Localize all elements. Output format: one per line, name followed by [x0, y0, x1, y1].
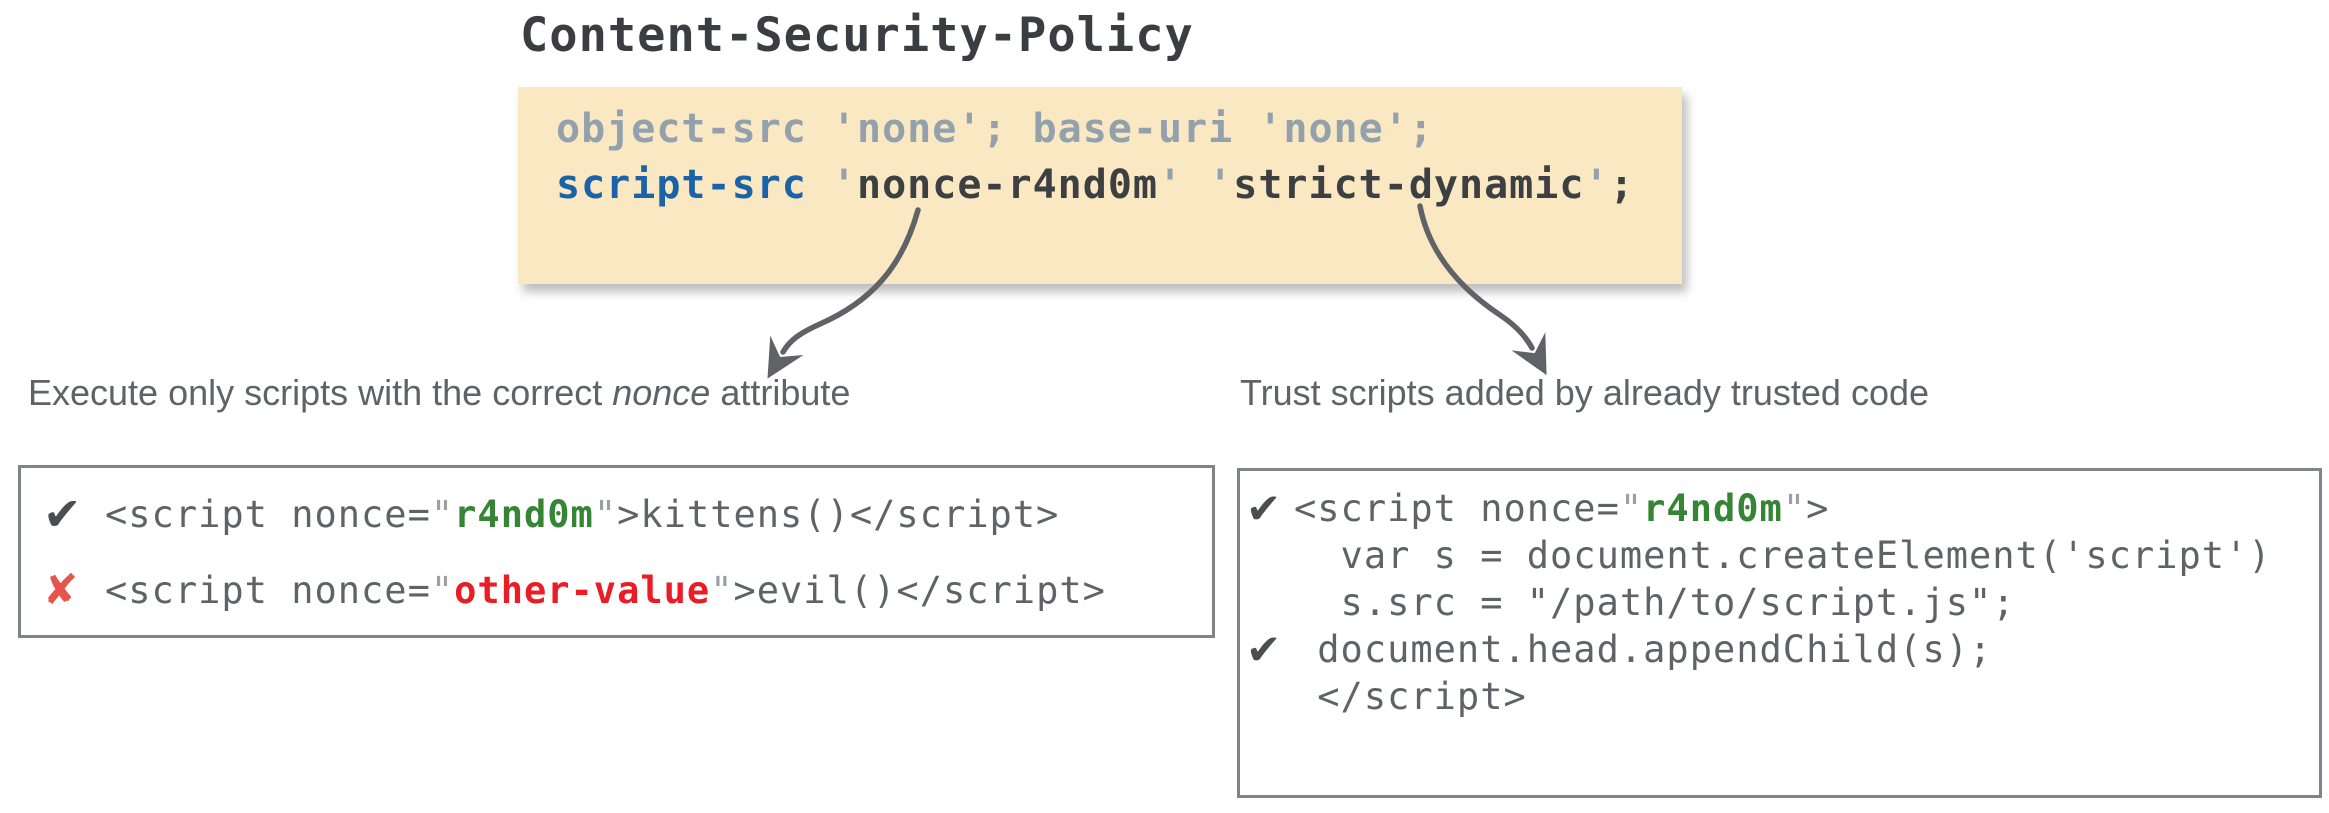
policy-nonce-source: nonce-r4nd0m — [857, 162, 1158, 208]
annotation-text: Execute only scripts with the correct — [28, 372, 613, 413]
check-icon: ✔ — [43, 487, 82, 541]
code-row-blocked: ✘ <script nonce="other-value">evil()</sc… — [21, 552, 1212, 628]
code-line: <script nonce="other-value">evil()</scri… — [105, 569, 1106, 612]
code-line: </script> — [1294, 675, 1527, 718]
policy-semicolon: ; — [1609, 162, 1635, 208]
code-text: <script nonce= — [1294, 487, 1620, 530]
code-line: s.src = "/path/to/script.js"; — [1294, 581, 2016, 624]
code-text: <script nonce= — [105, 568, 431, 612]
annotation-text: attribute — [710, 372, 851, 413]
code-row: </script> — [1240, 673, 2319, 720]
quote: " — [710, 568, 734, 612]
policy-line-object-src: object-src 'none'; base-uri 'none'; — [556, 106, 1434, 152]
code-line: document.head.appendChild(s); — [1294, 628, 1993, 671]
code-row-allowed: ✔ <script nonce="r4nd0m">kittens()</scri… — [21, 476, 1212, 552]
gutter: ✔ — [21, 491, 105, 537]
nonce-value-good: r4nd0m — [454, 492, 594, 536]
code-line: <script nonce="r4nd0m">kittens()</script… — [105, 493, 1059, 536]
quote: " — [1619, 487, 1644, 530]
policy-quote: ' — [1183, 162, 1234, 208]
quote: " — [430, 568, 455, 612]
code-line: var s = document.createElement('script') — [1294, 534, 2272, 577]
nonce-value-good: r4nd0m — [1643, 487, 1783, 530]
code-row-allowed: ✔ document.head.appendChild(s); — [1240, 626, 2319, 673]
gutter: ✔ — [1240, 628, 1294, 671]
code-row: s.src = "/path/to/script.js"; — [1240, 579, 2319, 626]
nonce-value-bad: other-value — [454, 568, 711, 612]
gutter: ✔ — [1240, 487, 1294, 530]
policy-quote: ' — [1157, 162, 1184, 208]
policy-quote: ' — [1584, 162, 1610, 208]
policy-code-box: object-src 'none'; base-uri 'none'; scri… — [518, 87, 1682, 284]
policy-line-script-src: script-src 'nonce-r4nd0m' 'strict-dynami… — [556, 157, 1682, 213]
check-icon: ✔ — [1246, 624, 1282, 674]
policy-quote: ' — [806, 162, 857, 208]
code-text: >kittens()</script> — [617, 492, 1060, 536]
nonce-example-box: ✔ <script nonce="r4nd0m">kittens()</scri… — [18, 465, 1215, 638]
code-row: var s = document.createElement('script') — [1240, 532, 2319, 579]
code-text: >evil()</script> — [733, 568, 1106, 612]
code-row-allowed: ✔ <script nonce="r4nd0m"> — [1240, 485, 2319, 532]
nonce-annotation: Execute only scripts with the correct no… — [28, 372, 850, 414]
page-title: Content-Security-Policy — [520, 8, 1194, 63]
gutter: ✘ — [21, 569, 105, 611]
quote: " — [593, 492, 618, 536]
code-text: <script nonce= — [105, 492, 431, 536]
cross-icon: ✘ — [43, 565, 79, 614]
annotation-emphasis: nonce — [612, 372, 711, 413]
strict-dynamic-annotation: Trust scripts added by already trusted c… — [1240, 372, 1930, 413]
code-line: <script nonce="r4nd0m"> — [1294, 487, 1829, 530]
code-text: > — [1806, 487, 1830, 530]
policy-directive: script-src — [556, 162, 807, 208]
quote: " — [1782, 487, 1807, 530]
policy-strict-dynamic-source: strict-dynamic — [1233, 162, 1585, 208]
check-icon: ✔ — [1246, 483, 1282, 533]
quote: " — [430, 492, 455, 536]
strict-dynamic-example-box: ✔ <script nonce="r4nd0m"> var s = docume… — [1237, 468, 2322, 798]
